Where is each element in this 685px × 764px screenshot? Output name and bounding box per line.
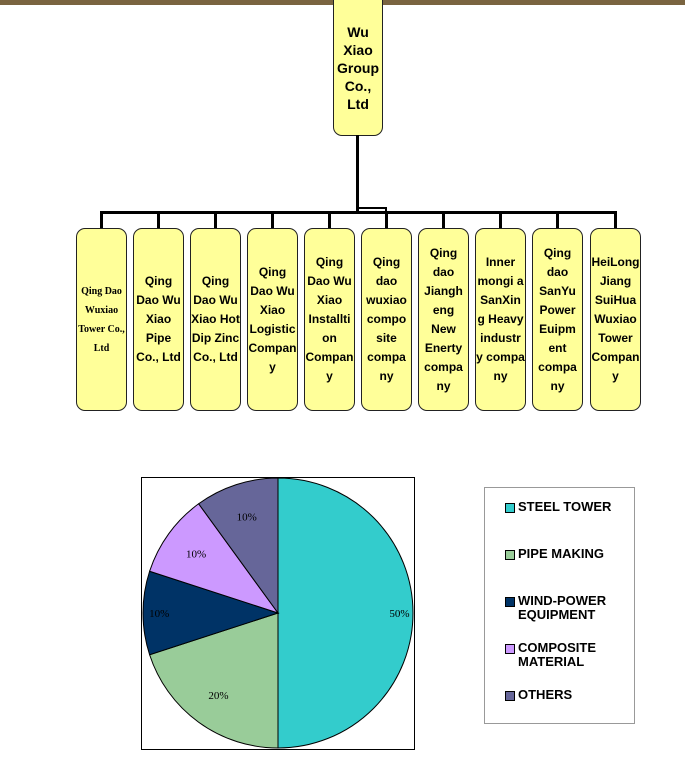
legend-item: COMPOSITE MATERIAL	[505, 641, 634, 688]
data-label: 50%	[389, 608, 409, 620]
data-label: 10%	[149, 608, 169, 620]
pie-slice	[148, 503, 280, 614]
root-node: Wu Xiao Group Co., Ltd	[333, 0, 383, 136]
child-node: Qing Dao Wu Xiao Logistic Compan y	[247, 228, 298, 411]
child-node: Qing Dao Wu Xiao Hot Dip Zinc Co., Ltd	[190, 228, 241, 411]
connector	[100, 211, 103, 228]
pie-chart: 50% 20% 10% 10% 10%	[141, 477, 415, 750]
legend-label: COMPOSITE MATERIAL	[518, 640, 597, 669]
pie-slice	[148, 612, 279, 749]
legend-item: PIPE MAKING	[505, 547, 634, 594]
child-node: Qing Dao Wu Xiao Pipe Co., Ltd	[133, 228, 184, 411]
legend-swatch	[505, 597, 515, 607]
legend-label: WIND-POWER EQUIPMENT	[518, 593, 607, 622]
legend-swatch	[505, 644, 515, 654]
legend-label: OTHERS	[518, 687, 573, 702]
child-node: Qing Dao Wu Xiao Installti on Compan y	[304, 228, 355, 411]
connector	[614, 211, 617, 228]
child-node: Qing dao Jiangh eng New Enerty compa ny	[418, 228, 469, 411]
child-node: HeiLong Jiang SuiHua Wuxiao Tower Compan…	[590, 228, 641, 411]
connector	[556, 211, 559, 228]
data-label: 20%	[208, 690, 228, 702]
connector	[271, 211, 274, 228]
connector	[385, 211, 388, 228]
connector	[100, 211, 617, 214]
legend-item: OTHERS	[505, 688, 634, 735]
legend-swatch	[505, 503, 515, 513]
legend-item: STEEL TOWER	[505, 500, 634, 547]
connector	[499, 211, 502, 228]
connector	[442, 211, 445, 228]
legend-swatch	[505, 550, 515, 560]
legend: STEEL TOWER PIPE MAKING WIND-POWER EQUIPME…	[484, 487, 635, 724]
connector	[214, 211, 217, 228]
pie-slice	[277, 477, 414, 749]
pie-slice	[142, 570, 280, 656]
child-node: Qing dao SanYu Power Euipm ent compa ny	[532, 228, 583, 411]
data-label: 10%	[237, 512, 257, 524]
connector	[157, 211, 160, 228]
connector	[385, 207, 387, 213]
child-node: Qing dao wuxiao compo site compa ny	[361, 228, 412, 411]
child-node: Qing Dao Wuxiao Tower Co., Ltd	[76, 228, 127, 411]
legend-label: PIPE MAKING	[518, 546, 604, 561]
connector	[356, 135, 359, 213]
child-node: Inner mongi a SanXin g Heavy industr y c…	[475, 228, 526, 411]
pie-slice	[197, 477, 279, 615]
legend-item: WIND-POWER EQUIPMENT	[505, 594, 634, 641]
legend-swatch	[505, 691, 515, 701]
legend-label: STEEL TOWER	[518, 499, 612, 514]
data-label: 10%	[186, 548, 206, 560]
connector	[328, 211, 331, 228]
connector	[359, 207, 387, 209]
